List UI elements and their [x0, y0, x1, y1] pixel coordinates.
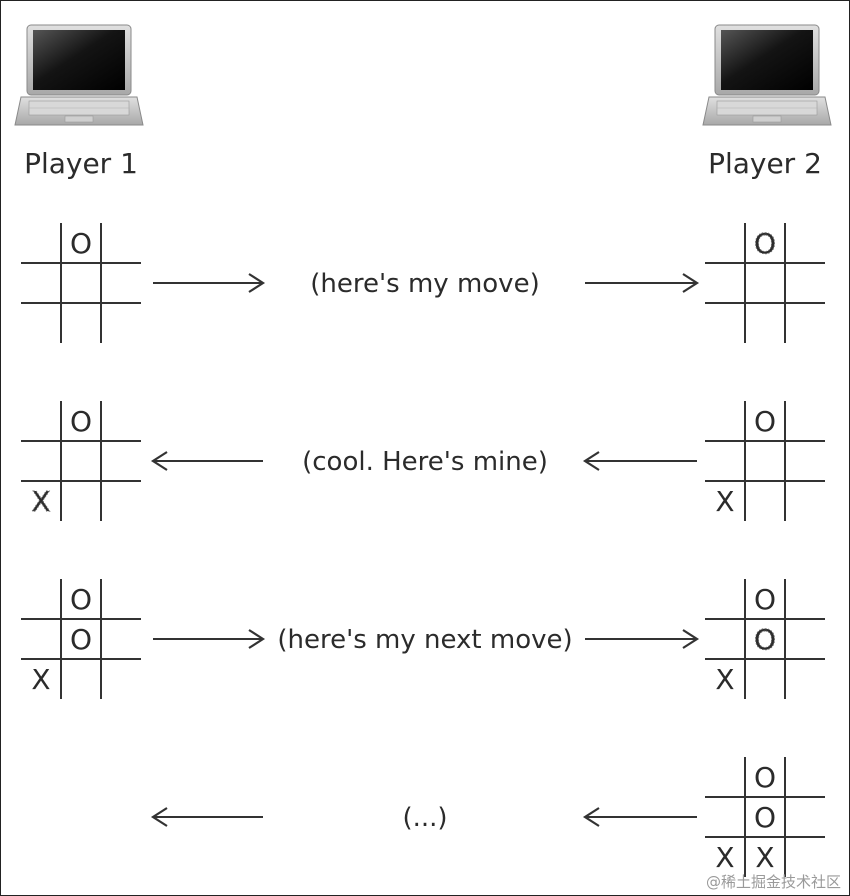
watermark-text: @稀土掘金技术社区: [706, 873, 841, 891]
left-arrow-right-icon: [153, 273, 266, 293]
o-mark: O: [70, 583, 92, 616]
right-arrow-right-icon: [585, 273, 700, 293]
message-label: (...): [402, 803, 447, 833]
player-1-board: OX: [21, 401, 141, 521]
player-1-board: OOX: [21, 579, 141, 699]
message-row: O O (here's my move): [21, 223, 825, 343]
right-arrow-right-icon: [585, 629, 700, 649]
o-mark: O: [70, 623, 92, 656]
player-2-board: O: [705, 223, 825, 343]
o-mark: O: [70, 405, 92, 438]
message-label: (here's my next move): [277, 625, 572, 655]
o-mark: O: [754, 583, 776, 616]
player-1-laptop-icon: [14, 24, 144, 126]
x-mark-pending: X: [31, 485, 50, 518]
player-1-label: Player 1: [24, 147, 138, 180]
x-mark: X: [715, 663, 734, 696]
player-2-board: OOX: [705, 579, 825, 699]
player-2-board: OX: [705, 401, 825, 521]
left-arrow-right-icon: [153, 629, 266, 649]
right-arrow-left-icon: [582, 451, 697, 471]
x-mark: X: [715, 485, 734, 518]
o-mark: O: [70, 227, 92, 260]
message-label: (cool. Here's mine): [302, 447, 548, 477]
player-2-label: Player 2: [708, 147, 822, 180]
left-arrow-left-icon: [150, 807, 263, 827]
o-mark-pending: O: [754, 227, 776, 260]
o-mark: O: [754, 801, 776, 834]
left-arrow-left-icon: [150, 451, 263, 471]
x-mark: X: [755, 841, 774, 874]
o-mark-pending: O: [754, 623, 776, 656]
player-2-laptop-icon: [702, 24, 832, 126]
x-mark: X: [31, 663, 50, 696]
o-mark: O: [754, 761, 776, 794]
o-mark: O: [754, 405, 776, 438]
message-label: (here's my move): [310, 269, 539, 299]
right-arrow-left-icon: [582, 807, 697, 827]
x-mark: X: [715, 841, 734, 874]
player-1-board: O: [21, 223, 141, 343]
